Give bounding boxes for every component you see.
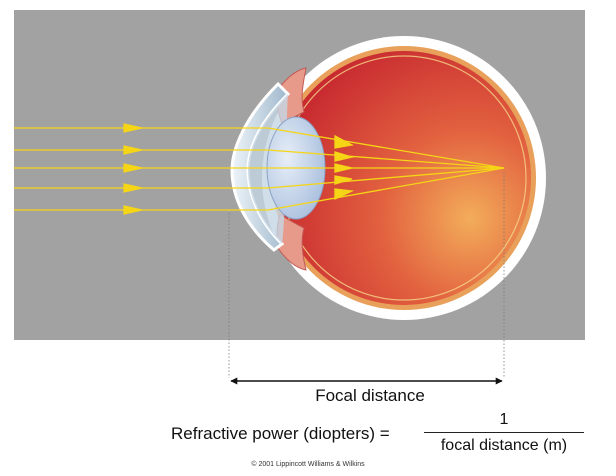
- refracted-rays: [267, 127, 505, 211]
- ray-arrow: [123, 163, 143, 173]
- ray-arrow: [123, 123, 143, 133]
- ray-arrow: [334, 175, 353, 185]
- refracted-ray: [267, 127, 505, 169]
- fraction-bar: [424, 432, 584, 433]
- formula-numerator: 1: [499, 411, 509, 428]
- ray-arrow: [334, 134, 354, 149]
- ray-arrow: [123, 205, 143, 215]
- ray-arrow: [334, 151, 355, 162]
- ray-arrow: [123, 145, 143, 155]
- ray-arrow: [123, 183, 143, 193]
- refracted-ray: [267, 149, 505, 169]
- incoming-rays: [14, 123, 268, 215]
- ray-arrow: [334, 188, 355, 201]
- copyright-notice: © 2001 Lippincott Williams & Wilkins: [251, 461, 365, 468]
- ray-arrow: [334, 163, 353, 173]
- refracted-ray: [267, 167, 505, 211]
- formula-denominator: focal distance (m): [440, 437, 568, 454]
- retina-interior: [277, 51, 531, 305]
- formula-left-side: Refractive power (diopters) =: [171, 424, 390, 443]
- focal-distance-label: Focal distance: [315, 386, 425, 405]
- refracted-ray: [267, 167, 505, 189]
